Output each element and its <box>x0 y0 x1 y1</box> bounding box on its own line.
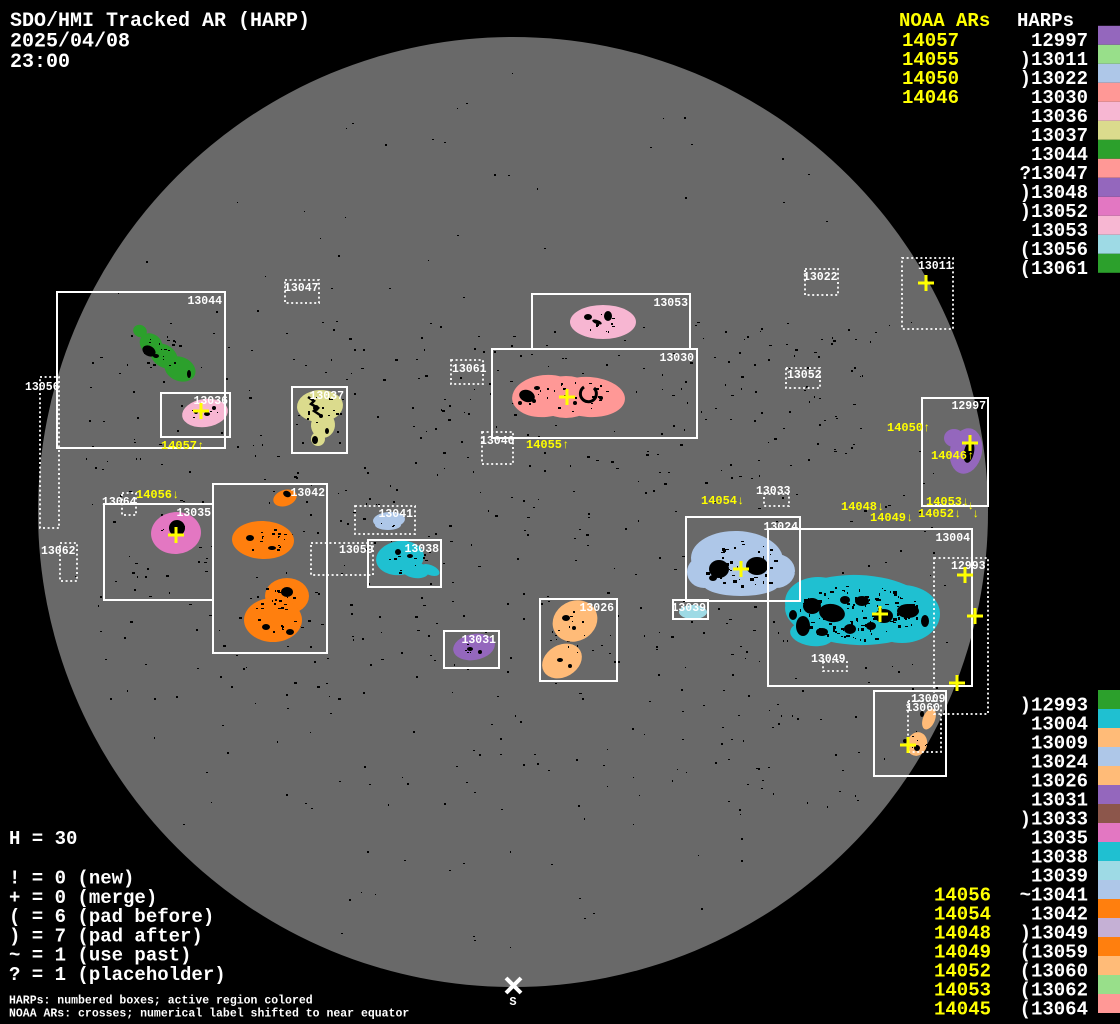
svg-text:13031: 13031 <box>1031 790 1088 812</box>
svg-text:14056: 14056 <box>934 885 991 907</box>
svg-text:14053↓: 14053↓ <box>926 495 969 509</box>
svg-text:2025/04/08: 2025/04/08 <box>10 31 130 54</box>
svg-text:13022: 13022 <box>803 271 838 284</box>
svg-text:? = 1 (placeholder): ? = 1 (placeholder) <box>9 964 226 986</box>
svg-text:(13056: (13056 <box>1020 239 1088 261</box>
svg-text:13047: 13047 <box>284 282 319 295</box>
svg-text:14048↓: 14048↓ <box>841 500 884 514</box>
svg-text:13052: 13052 <box>787 369 822 382</box>
svg-text:12997: 12997 <box>951 400 986 413</box>
svg-text:13009: 13009 <box>1031 733 1088 755</box>
svg-text:13035: 13035 <box>176 507 211 520</box>
svg-text:13033: 13033 <box>756 485 791 498</box>
svg-text:13037: 13037 <box>1031 125 1088 147</box>
svg-text:)13049: )13049 <box>1020 923 1088 945</box>
svg-text:13064: 13064 <box>102 496 137 509</box>
svg-text:14057↑: 14057↑ <box>161 439 204 453</box>
svg-text:13030: 13030 <box>659 352 694 365</box>
svg-text:13040: 13040 <box>480 435 515 448</box>
svg-text:H = 30: H = 30 <box>9 828 77 850</box>
svg-text:13053: 13053 <box>653 297 688 310</box>
svg-text:13042: 13042 <box>1031 904 1088 926</box>
svg-text:13039: 13039 <box>1031 866 1088 888</box>
svg-text:13053: 13053 <box>1031 220 1088 242</box>
svg-text:)12993: )12993 <box>1020 695 1088 717</box>
svg-text:14055↑: 14055↑ <box>526 438 569 452</box>
svg-text:13026: 13026 <box>579 602 614 615</box>
svg-text:13036: 13036 <box>193 395 228 408</box>
svg-text:13004: 13004 <box>1031 714 1088 736</box>
svg-text:14055: 14055 <box>902 49 959 71</box>
svg-text:14052: 14052 <box>934 961 991 983</box>
svg-text:13061: 13061 <box>452 363 487 376</box>
svg-text:(13064: (13064 <box>1020 999 1088 1021</box>
svg-text:13024: 13024 <box>1031 752 1088 774</box>
svg-text:)13022: )13022 <box>1020 68 1088 90</box>
svg-text:)13052: )13052 <box>1020 201 1088 223</box>
svg-text:(13060: (13060 <box>1020 961 1088 983</box>
svg-text:(13059: (13059 <box>1020 942 1088 964</box>
svg-text:14050: 14050 <box>902 68 959 90</box>
svg-text:13039: 13039 <box>671 602 706 615</box>
svg-text:14046↑: 14046↑ <box>931 449 974 463</box>
svg-text:HARPs: numbered boxes; active: HARPs: numbered boxes; active region col… <box>9 995 313 1008</box>
svg-text:13060: 13060 <box>905 702 940 715</box>
svg-text:13049: 13049 <box>811 653 846 666</box>
svg-text:13044: 13044 <box>1031 144 1088 166</box>
svg-text:12997: 12997 <box>1031 30 1088 52</box>
svg-text:14050↑: 14050↑ <box>887 421 930 435</box>
svg-text:! = 0 (new): ! = 0 (new) <box>9 868 134 890</box>
svg-text:13004: 13004 <box>935 532 970 545</box>
svg-text:13035: 13035 <box>1031 828 1088 850</box>
svg-text:13038: 13038 <box>1031 847 1088 869</box>
svg-text:12993: 12993 <box>951 560 986 573</box>
svg-text:HARPs: HARPs <box>1017 10 1074 32</box>
svg-text:S: S <box>509 995 516 1009</box>
svg-text:14046: 14046 <box>902 87 959 109</box>
svg-text:↓: ↓ <box>967 499 974 513</box>
svg-text:13037: 13037 <box>309 390 344 403</box>
svg-text:~13041: ~13041 <box>1020 885 1088 907</box>
svg-text:14053: 14053 <box>934 980 991 1002</box>
svg-text:13031: 13031 <box>461 634 496 647</box>
svg-text:13056: 13056 <box>25 381 60 394</box>
svg-text:14049↓: 14049↓ <box>870 511 913 525</box>
svg-text:NOAA ARs: NOAA ARs <box>899 10 990 32</box>
svg-text:14048: 14048 <box>934 923 991 945</box>
svg-text:) = 7 (pad after): ) = 7 (pad after) <box>9 925 203 947</box>
svg-text:13009: 13009 <box>911 693 946 706</box>
svg-text:14056↓: 14056↓ <box>136 488 179 502</box>
svg-text:(13061: (13061 <box>1020 258 1088 280</box>
svg-text:13024: 13024 <box>763 521 798 534</box>
svg-text:13038: 13038 <box>404 543 439 556</box>
svg-text:13026: 13026 <box>1031 771 1088 793</box>
svg-text:)13033: )13033 <box>1020 809 1088 831</box>
svg-text:SDO/HMI Tracked AR (HARP): SDO/HMI Tracked AR (HARP) <box>10 10 310 33</box>
svg-text:)13048: )13048 <box>1020 182 1088 204</box>
svg-text:)13011: )13011 <box>1020 49 1088 71</box>
svg-text:14052↓: 14052↓ <box>918 507 961 521</box>
svg-text:23:00: 23:00 <box>10 51 70 74</box>
svg-text:13044: 13044 <box>187 295 222 308</box>
svg-text:13041: 13041 <box>378 508 413 521</box>
svg-text:+ = 0 (merge): + = 0 (merge) <box>9 887 157 909</box>
svg-text:14049: 14049 <box>934 942 991 964</box>
svg-text:( = 6 (pad before): ( = 6 (pad before) <box>9 906 214 928</box>
svg-text:13036: 13036 <box>1031 106 1088 128</box>
svg-text:14054: 14054 <box>934 904 991 926</box>
svg-text:(13062: (13062 <box>1020 980 1088 1002</box>
svg-text:14054↓: 14054↓ <box>701 494 744 508</box>
svg-text:13011: 13011 <box>918 260 953 273</box>
svg-text:13042: 13042 <box>290 487 325 500</box>
svg-text:?13047: ?13047 <box>1020 163 1088 185</box>
svg-text:13030: 13030 <box>1031 87 1088 109</box>
svg-text:↓: ↓ <box>972 507 979 521</box>
svg-text:~ = 1 (use past): ~ = 1 (use past) <box>9 945 191 967</box>
svg-text:13062: 13062 <box>41 545 76 558</box>
svg-text:14045: 14045 <box>934 999 991 1021</box>
svg-text:NOAA ARs: crosses; numerical l: NOAA ARs: crosses; numerical label shift… <box>9 1008 409 1021</box>
svg-text:14057: 14057 <box>902 30 959 52</box>
svg-text:13059: 13059 <box>339 544 374 557</box>
